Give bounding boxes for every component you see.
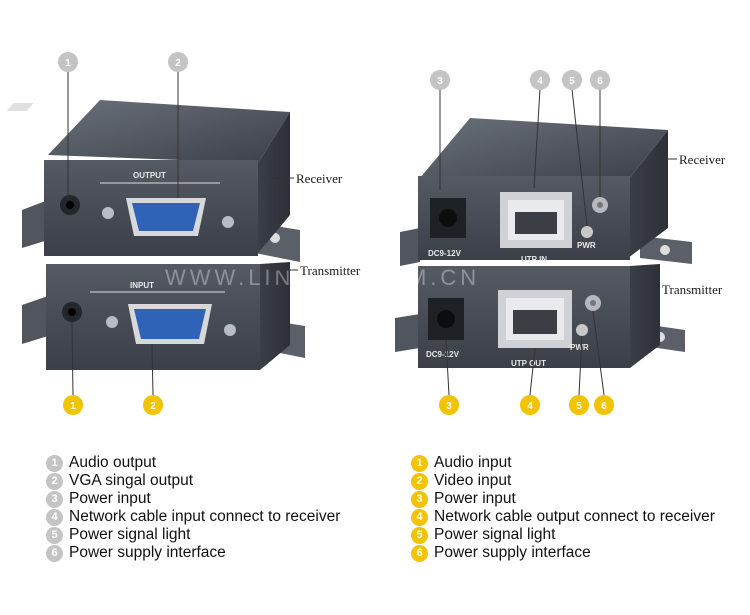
legend-number-badge: 3 [411,490,428,508]
svg-text:3: 3 [446,401,452,412]
legend-number-badge: 3 [46,490,63,508]
legend-number-badge: 1 [411,454,428,472]
callout-badge-top-5: 5 [562,70,582,90]
left-receiver-unit: OUTPUT [6,100,290,256]
legend-text: VGA singal output [69,472,194,489]
svg-text:4: 4 [537,76,543,87]
svg-text:6: 6 [601,401,607,412]
legend-item: 1 Audio input [411,454,715,472]
right-device-stack: DC9-12V UTP IN PWR DC9-12V UTP OUT PWR [395,118,692,368]
right-transmitter-label: Transmitter [662,282,723,297]
svg-text:1: 1 [65,58,71,69]
legend-item: 4 Network cable input connect to receive… [46,508,340,526]
utp-out-label: UTP OUT [511,359,546,368]
transmitter-legend: 1 Audio input 2 Video input 3 Power inpu… [411,454,715,562]
legend-text: Power supply interface [69,544,226,561]
legend-number-badge: 2 [411,472,428,490]
input-panel-label: INPUT [130,281,154,290]
legend-text: Power signal light [69,526,191,543]
power-led-icon [581,226,593,238]
right-receiver-unit: DC9-12V UTP IN PWR [418,118,668,264]
legend-text: Power supply interface [434,544,591,561]
legend-number-badge: 5 [411,526,428,544]
legend-item: 5 Power signal light [46,526,340,544]
callout-badge-bottom-4: 4 [520,395,540,415]
callout-badge-bottom-1: 1 [63,395,83,415]
output-panel-label: OUTPUT [133,171,166,180]
legend-number-badge: 6 [46,544,63,562]
legend-item: 2 Video input [411,472,715,490]
right-transmitter-unit: DC9-12V UTP OUT PWR [418,264,660,368]
callout-badge-bottom-5: 5 [569,395,589,415]
legend-text: Power signal light [434,526,556,543]
power-led-icon [576,324,588,336]
callout-badge-top-6: 6 [590,70,610,90]
bottom-leader-lines [71,310,605,396]
callout-badge-bottom-3: 3 [439,395,459,415]
legend-text: Power input [69,490,151,507]
pwr-label: PWR [577,241,596,250]
legend-number-badge: 2 [46,472,63,490]
legend-number-badge: 1 [46,454,63,472]
screw-icon [102,207,114,219]
legend-text: Video input [434,472,512,489]
right-receiver-label: Receiver [679,152,726,167]
callout-badge-top-2: 2 [168,52,188,72]
legend-item: 3 Power input [411,490,715,508]
legend-text: Audio input [434,454,512,471]
legend-text: Audio output [69,454,157,471]
pwr-label: PWR [570,343,589,352]
callout-badge-bottom-6: 6 [594,395,614,415]
vga-port-icon [134,309,206,339]
svg-text:2: 2 [150,401,156,412]
legend-number-badge: 4 [46,508,63,526]
callout-badge-top-1: 1 [58,52,78,72]
legend-text: Network cable input connect to receiver [69,508,341,525]
svg-text:1: 1 [70,401,76,412]
receiver-legend: 1 Audio output 2 VGA singal output 3 Pow… [46,454,340,562]
svg-text:2: 2 [175,58,181,69]
watermark: WWW.LINK-MI.COM.CN [165,265,480,290]
product-diagram: OUTPUT INPUT [6,52,726,415]
callout-badge-bottom-2: 2 [143,395,163,415]
legend-number-badge: 5 [46,526,63,544]
screw-icon [222,216,234,228]
legend-item: 1 Audio output [46,454,340,472]
legend-text: Network cable output connect to receiver [434,508,715,525]
legend-item: 5 Power signal light [411,526,715,544]
left-receiver-label: Receiver [296,171,343,186]
legend-text: Power input [434,490,516,507]
left-transmitter-unit: INPUT [46,262,290,370]
left-transmitter-label: Transmitter [300,263,361,278]
screw-icon [106,316,118,328]
legend-item: 6 Power supply interface [411,544,715,562]
utp-in-label: UTP IN [521,255,547,264]
screw-icon [224,324,236,336]
legend-number-badge: 4 [411,508,428,526]
top-callouts: 1 2 3 4 5 6 [58,52,610,90]
svg-text:6: 6 [597,76,603,87]
callout-badge-top-3: 3 [430,70,450,90]
svg-text:4: 4 [527,401,533,412]
top-leader-lines [67,71,601,227]
legend-item: 4 Network cable output connect to receiv… [411,508,715,526]
device-side-labels: Receiver Transmitter Receiver Transmitte… [270,152,726,297]
left-device-stack: OUTPUT INPUT [6,100,305,370]
svg-text:5: 5 [569,76,575,87]
dc-label: DC9-12V [426,350,460,359]
svg-text:5: 5 [576,401,582,412]
legend-item: 2 VGA singal output [46,472,340,490]
dc-label: DC9-12V [428,249,462,258]
callout-badge-top-4: 4 [530,70,550,90]
legend-number-badge: 6 [411,544,428,562]
svg-text:3: 3 [437,76,443,87]
legend-item: 3 Power input [46,490,340,508]
bottom-callouts: 1 2 3 4 5 6 [63,395,614,415]
vga-port-icon [132,203,200,231]
legend-item: 6 Power supply interface [46,544,340,562]
